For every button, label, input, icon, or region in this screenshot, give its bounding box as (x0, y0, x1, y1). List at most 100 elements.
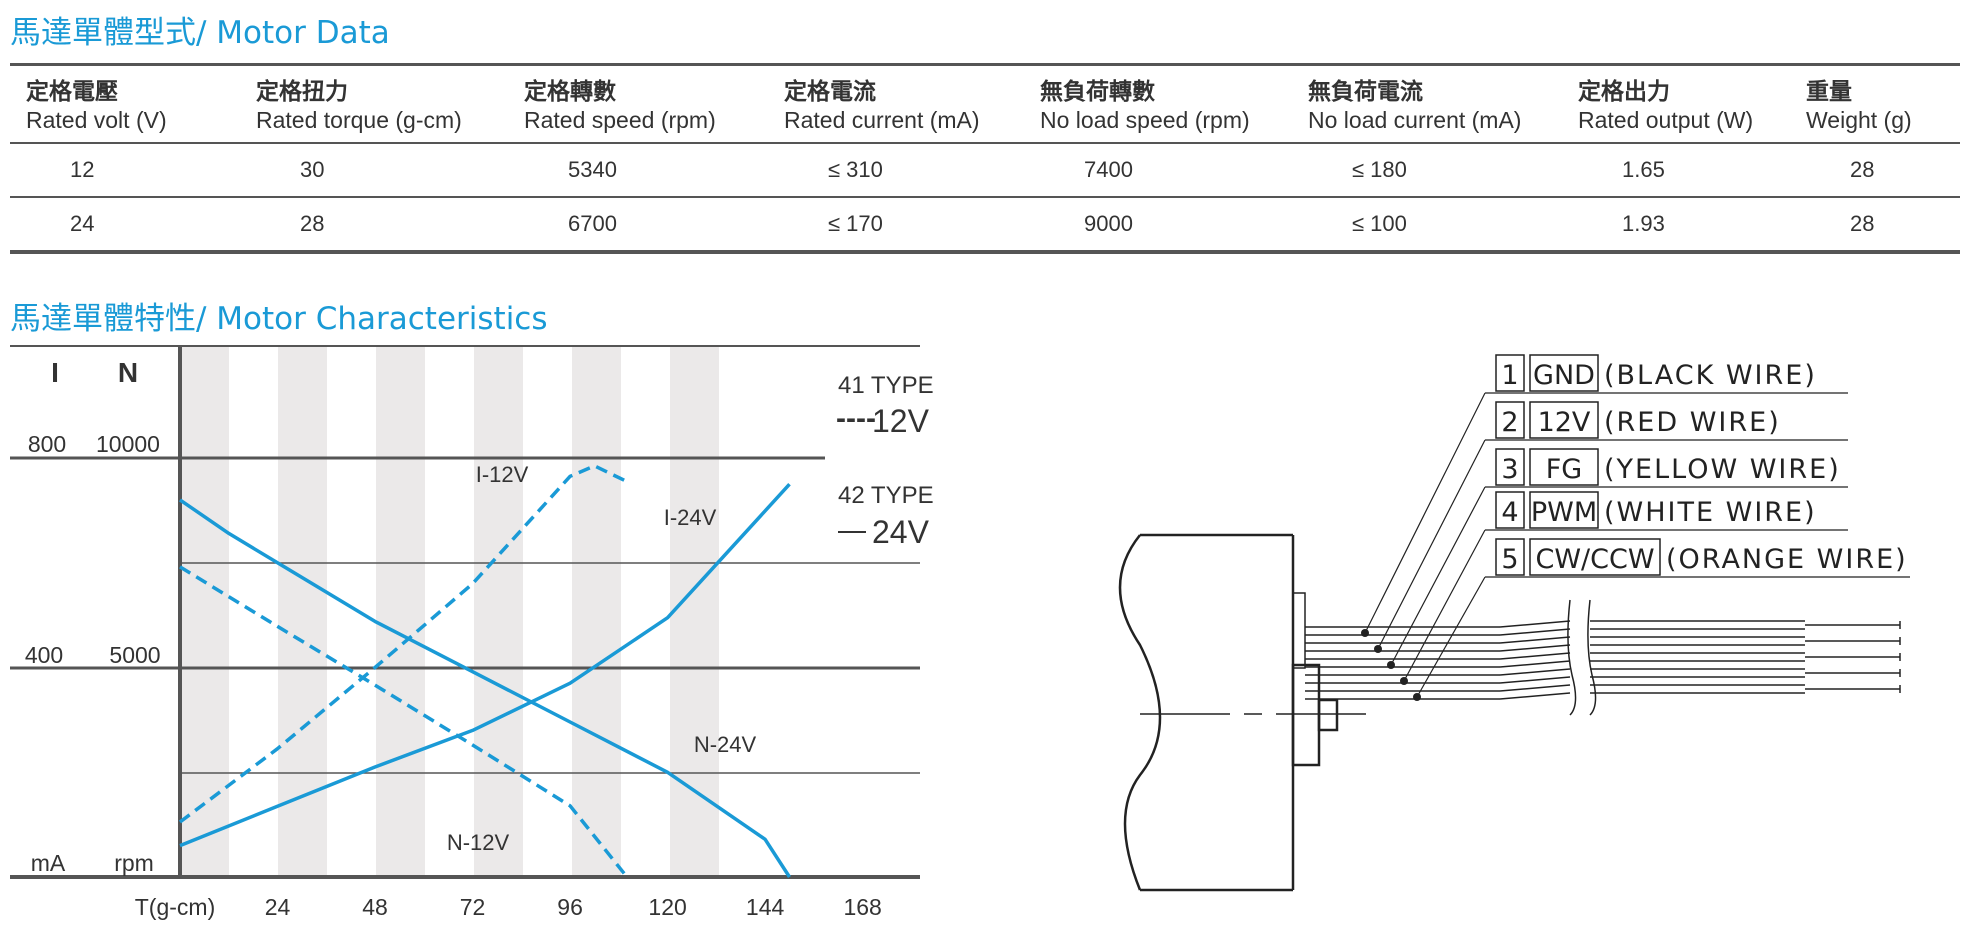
chart-grid (10, 345, 920, 879)
leader-dot (1413, 693, 1421, 701)
pin-signal: PWM (1531, 497, 1597, 528)
table-cell: ≤ 170 (828, 211, 883, 236)
series-line-i-12v (178, 464, 628, 824)
chart-axis-labels: I N 800 10000 400 5000 mA rpm T(g-cm) (25, 357, 215, 920)
pin-number: 4 (1501, 497, 1518, 528)
table-row: 24 28 6700 ≤ 170 9000 ≤ 100 1.93 28 (10, 197, 1960, 252)
leader-dot (1361, 629, 1369, 637)
motor-body (1118, 533, 1339, 892)
table-cell: 1.65 (1622, 157, 1665, 182)
pin-signal: GND (1533, 360, 1595, 391)
leader-line (1403, 529, 1486, 682)
pin-number: 5 (1501, 544, 1518, 575)
motor-characteristics-title: 馬達單體特性/ Motor Characteristics (10, 301, 548, 337)
leader-dot (1374, 645, 1382, 653)
table-cell: 9000 (1084, 211, 1133, 236)
pin-signal-box (1529, 538, 1661, 576)
pin-wire-color: (YELLOW WIRE) (1604, 454, 1841, 485)
pin-signal-box (1529, 401, 1599, 439)
series-line-i-24v (179, 483, 791, 848)
wire-line (1499, 660, 1571, 668)
current-tick-400: 400 (25, 642, 63, 668)
legend-dash-mark: ---- (836, 402, 876, 435)
table-cell: ≤ 180 (1352, 157, 1407, 182)
table-row: 12 30 5340 ≤ 310 7400 ≤ 180 1.65 28 (10, 143, 1960, 197)
x-tick-label: 48 (362, 894, 388, 920)
table-cell: 1.93 (1622, 211, 1665, 236)
pin-number-box (1495, 538, 1525, 576)
x-axis-label: T(g-cm) (135, 894, 215, 920)
chart-stripes (180, 345, 719, 877)
break-mark (1587, 599, 1597, 716)
speed-unit-label: rpm (114, 850, 154, 876)
table-cell: 12 (70, 157, 95, 182)
series-line-n-12v (179, 565, 629, 879)
chart-curves (178, 464, 791, 879)
motor-data-title: 馬達單體型式/ Motor Data (10, 15, 390, 51)
wire-line (1499, 652, 1571, 660)
wire-line (1499, 684, 1571, 692)
wire-line (1499, 692, 1571, 700)
x-tick-label: 72 (460, 894, 486, 920)
leader-line (1390, 486, 1486, 666)
table-cell: 5340 (568, 157, 617, 182)
x-tick-label: 24 (265, 894, 291, 920)
legend-type-41: 41 TYPE (838, 372, 934, 399)
stripe (670, 345, 719, 877)
leader-line (1416, 576, 1486, 698)
stripe (572, 345, 621, 877)
pin-signal-box (1529, 491, 1599, 529)
x-tick-label: 96 (557, 894, 583, 920)
table-cell: 24 (70, 211, 95, 236)
pin-wire-color: (RED WIRE) (1604, 407, 1781, 438)
series-label-i-24v: I-24V (664, 505, 717, 530)
series-label-n-12v: N-12V (447, 830, 510, 855)
x-tick-label: 144 (746, 894, 785, 920)
pin-number-box (1495, 401, 1525, 439)
stripe (474, 345, 523, 877)
wire-line (1499, 620, 1571, 628)
speed-tick-10000: 10000 (96, 431, 160, 457)
pin-signal-box (1529, 354, 1599, 392)
pin-number-box (1495, 354, 1525, 392)
table-cell: 28 (1850, 157, 1875, 182)
pin-number: 3 (1501, 454, 1518, 485)
pin-wire-color: (WHITE WIRE) (1604, 497, 1817, 528)
table-cell: 6700 (568, 211, 617, 236)
legend-voltage-24v: 24V (872, 514, 930, 550)
pin-wire-color: (BLACK WIRE) (1604, 360, 1817, 391)
table-cell: 30 (300, 157, 325, 182)
pin-number: 2 (1501, 407, 1518, 438)
leader-dot (1387, 661, 1395, 669)
stripe (180, 345, 229, 877)
current-unit-label: mA (31, 850, 66, 876)
current-tick-800: 800 (28, 431, 66, 457)
x-tick-label: 120 (648, 894, 686, 920)
characteristics-chart: I N 800 10000 400 5000 mA rpm T(g-cm) 24… (10, 345, 934, 920)
break-mark (1567, 599, 1577, 716)
chart-legend: 41 TYPE ---- 12V 42 TYPE 24V (836, 372, 934, 550)
table-cell: 28 (300, 211, 325, 236)
speed-tick-5000: 5000 (109, 642, 160, 668)
pin-signal: FG (1546, 454, 1582, 485)
leader-line (1364, 392, 1486, 634)
legend-type-42: 42 TYPE (838, 482, 934, 509)
wire-bundle (1305, 392, 1910, 716)
wire-line (1499, 628, 1571, 636)
table-cell: ≤ 310 (828, 157, 883, 182)
table-cell: 7400 (1084, 157, 1133, 182)
table-cell: 28 (1850, 211, 1875, 236)
leader-line (1377, 439, 1486, 650)
stripe (376, 345, 425, 877)
